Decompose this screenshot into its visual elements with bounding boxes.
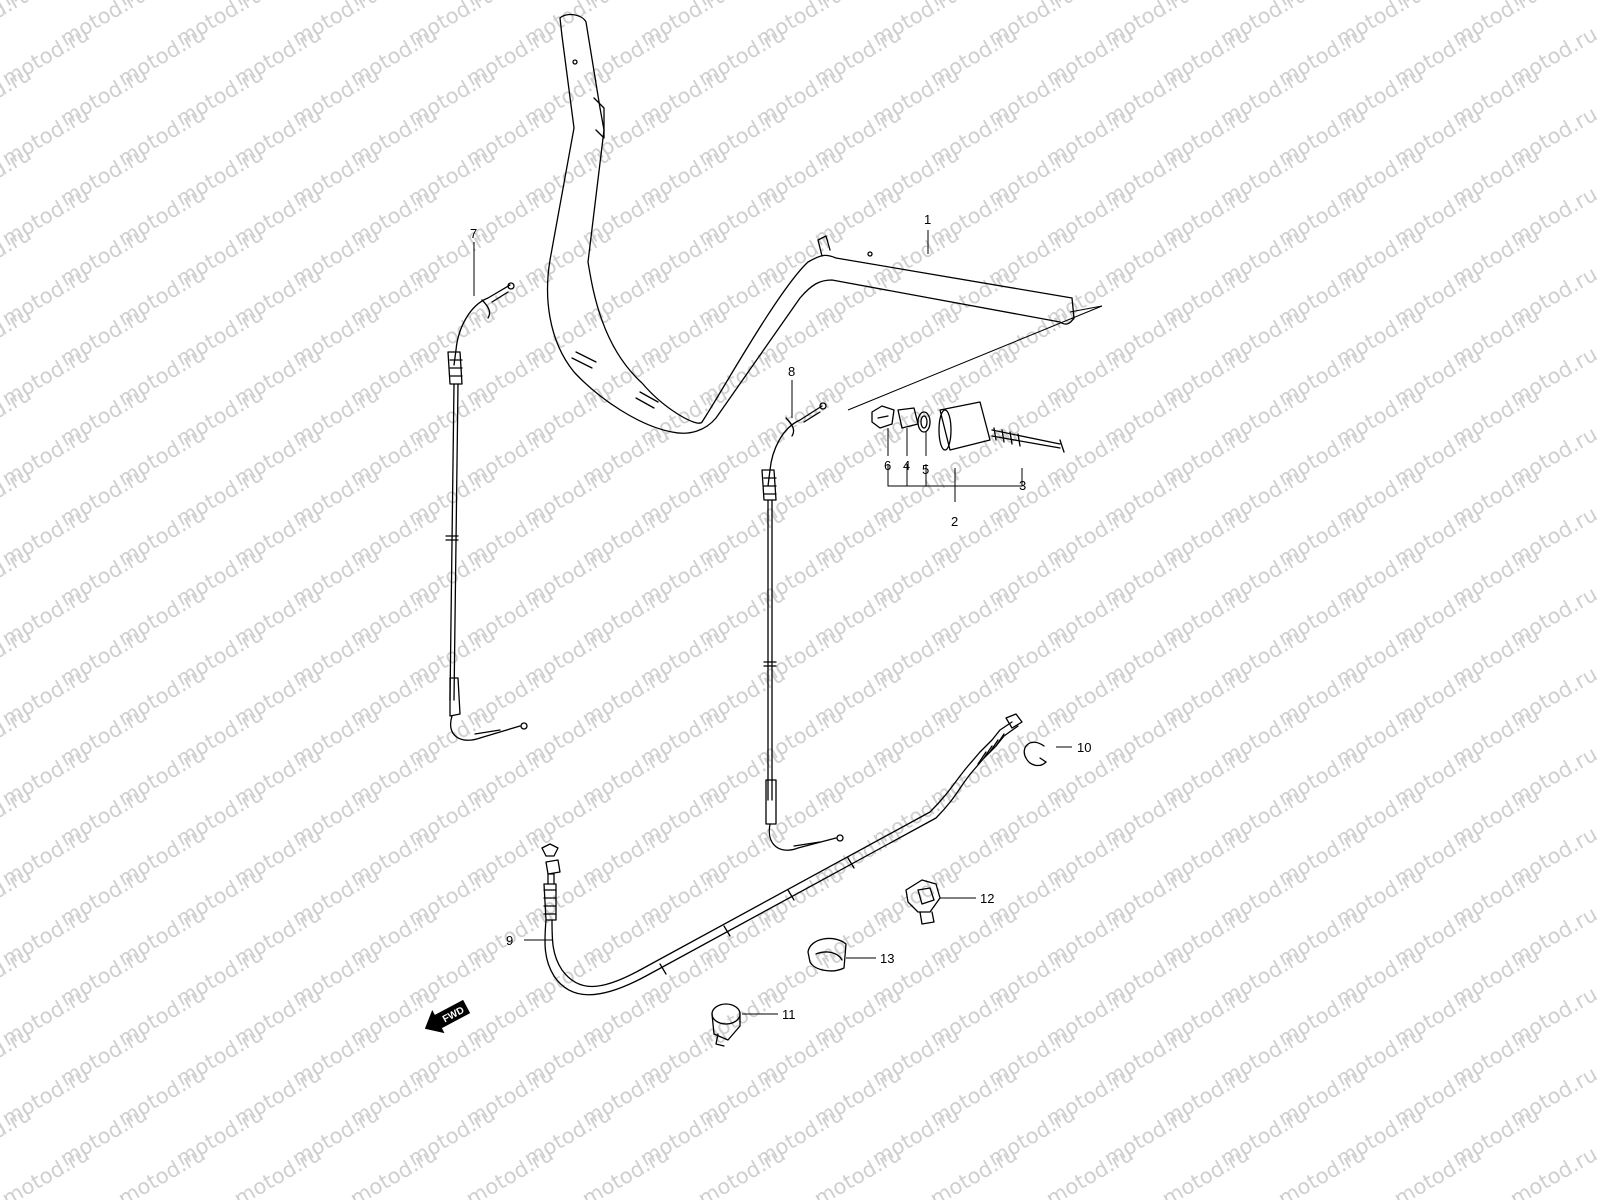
fwd-badge: FWD [424, 999, 471, 1034]
callout-labels: 1 2 3 4 5 6 7 8 9 10 11 12 13 [470, 212, 1091, 1022]
callout-2: 2 [951, 514, 958, 529]
throttle-cable-8 [761, 402, 844, 851]
bar-end-reference-lines [847, 305, 1103, 411]
handlebar [546, 13, 1075, 434]
leader-lines [473, 230, 1072, 1015]
e-clip-part-10 [1023, 741, 1047, 767]
callout-12: 12 [980, 891, 994, 906]
clutch-cable-9 [541, 713, 1023, 996]
clamp-part-13 [807, 937, 847, 972]
callout-8: 8 [788, 364, 795, 379]
throttle-cable-7 [445, 282, 528, 741]
callout-13: 13 [880, 951, 894, 966]
callout-10: 10 [1077, 740, 1091, 755]
clamp-part-12 [905, 879, 941, 925]
callout-7: 7 [470, 226, 477, 241]
bar-end-weight-part-2 [939, 401, 991, 451]
callout-6: 6 [884, 458, 891, 473]
fwd-badge-text: FWD [441, 1005, 466, 1025]
collar-part-4 [897, 407, 919, 429]
callout-3: 3 [1019, 478, 1026, 493]
bar-end-assembly [871, 401, 1065, 500]
clamp-part-11 [711, 1003, 741, 1047]
nut-part-6 [871, 405, 895, 429]
ring-part-5 [917, 411, 931, 433]
callout-4: 4 [903, 458, 910, 473]
fwd-arrow-icon [424, 999, 471, 1034]
callout-9: 9 [506, 933, 513, 948]
callout-11: 11 [782, 1007, 796, 1022]
callout-1: 1 [924, 212, 931, 227]
callout-5: 5 [922, 462, 929, 477]
